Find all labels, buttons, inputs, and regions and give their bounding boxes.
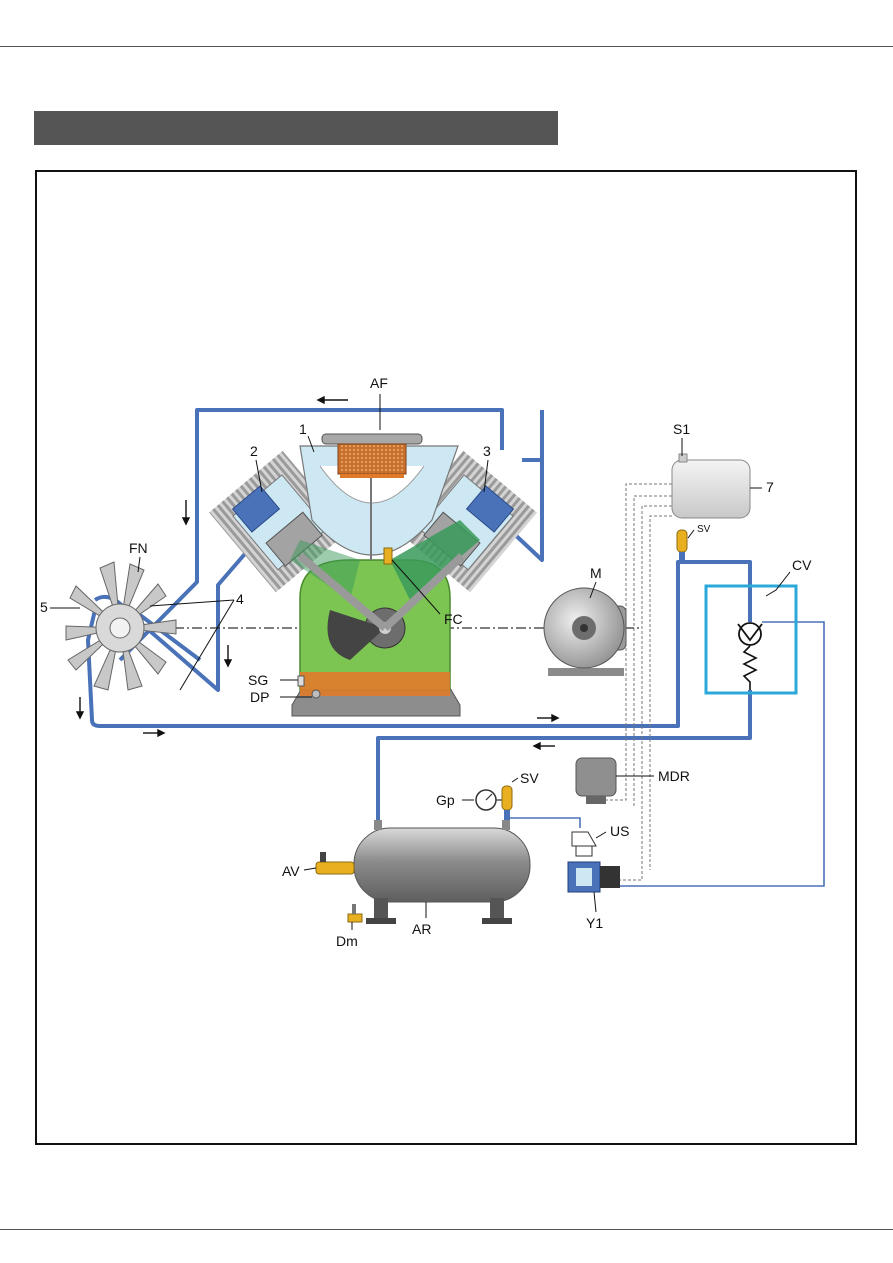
label-m: M — [590, 565, 602, 581]
gauge-line — [508, 817, 581, 828]
cooler-inner-pipe — [138, 613, 202, 662]
sight-glass — [297, 675, 305, 687]
label-ar: AR — [412, 921, 431, 937]
label-dm: Dm — [336, 933, 358, 949]
leader-lines — [50, 394, 791, 930]
label-y1: Y1 — [586, 915, 603, 931]
compressor-pump — [209, 433, 537, 717]
label-av: AV — [282, 863, 300, 879]
label-4: 4 — [236, 591, 244, 607]
label-2: 2 — [250, 443, 258, 459]
arrow-down-icon — [75, 697, 85, 720]
intake-loop-pipe — [118, 408, 504, 662]
bottom-rule — [0, 1229, 893, 1230]
label-1: 1 — [299, 421, 307, 437]
return-line-pipe — [86, 560, 752, 728]
label-af: AF — [370, 375, 388, 391]
valve-block-left — [231, 485, 281, 533]
tank-feed-pipe — [376, 690, 752, 828]
solenoid-valve — [567, 861, 620, 893]
arrow-left-icon — [316, 395, 348, 405]
air-receiver-tank — [353, 820, 531, 924]
check-valve — [704, 584, 798, 695]
outlet-valve — [315, 852, 355, 875]
label-5: 5 — [40, 599, 48, 615]
arrow-down-icon — [181, 500, 191, 526]
unloader-silencer — [571, 831, 597, 857]
drain-plug — [311, 689, 321, 699]
label-gp: Gp — [436, 792, 455, 808]
label-3: 3 — [483, 443, 491, 459]
flow-arrows — [75, 395, 560, 751]
label-sv-tank: SV — [520, 770, 539, 786]
label-fc: FC — [444, 611, 463, 627]
signal-lines — [606, 483, 672, 881]
pressure-gauge — [475, 789, 508, 811]
safety-valve-top — [676, 529, 688, 562]
label-dp: DP — [250, 689, 269, 705]
label-us: US — [610, 823, 629, 839]
oil-filler-cap — [383, 547, 393, 565]
label-s1: S1 — [673, 421, 690, 437]
unloader-line — [620, 621, 825, 887]
arrow-down-icon — [223, 645, 233, 668]
control-lines — [508, 621, 825, 887]
pressure-switch-box — [671, 453, 751, 519]
oil-sump — [300, 672, 450, 696]
valve-block-right — [465, 485, 515, 533]
arrow-left-icon — [532, 741, 555, 751]
air-filter — [321, 433, 423, 478]
head-right-pipe — [508, 460, 544, 562]
section-banner — [34, 111, 558, 145]
label-cv: CV — [792, 557, 812, 573]
label-7: 7 — [766, 479, 774, 495]
label-mdr: MDR — [658, 768, 690, 784]
diagram-frame — [35, 170, 857, 1145]
mdr-unit — [575, 757, 617, 804]
tank-drain — [347, 904, 363, 923]
safety-valve-tank — [501, 785, 513, 820]
head-return-pipe — [522, 410, 544, 462]
label-sg: SG — [248, 672, 268, 688]
arrow-right-icon — [143, 728, 166, 738]
top-rule — [0, 46, 893, 47]
electric-motor — [543, 587, 627, 676]
cooling-fan — [65, 561, 177, 691]
label-sv-top: SV — [697, 524, 711, 535]
label-fn: FN — [129, 540, 148, 556]
arrow-right-icon — [537, 713, 560, 723]
